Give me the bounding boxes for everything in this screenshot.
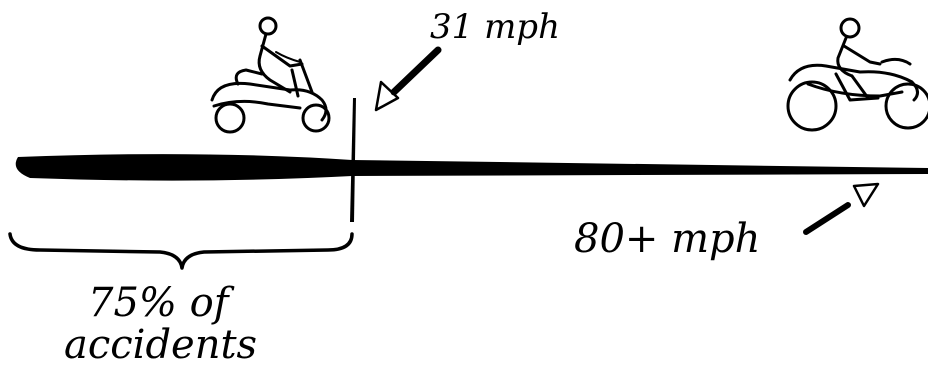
arrow-to-high-speed-icon [803,182,880,235]
sport-motorcycle-icon [786,17,928,132]
scooter-icon [210,16,331,134]
accident-share-brace [8,232,354,270]
speed-high-label: 80+ mph [574,216,760,262]
speed-low-label: 31 mph [430,7,560,47]
accidents-label-line1: 75% of [88,280,235,326]
speed-axis-line [15,154,928,181]
arrow-to-threshold-icon [374,46,442,112]
accidents-label-line2: accidents [64,322,257,368]
speed-threshold-tick [350,98,356,222]
